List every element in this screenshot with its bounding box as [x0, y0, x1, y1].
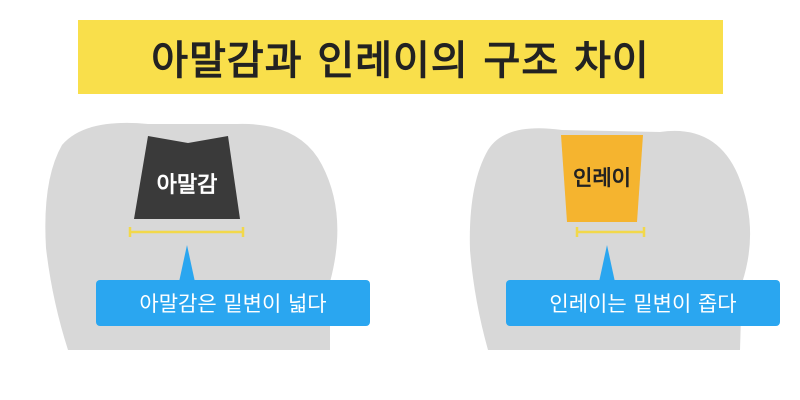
right-callout-text: 인레이는 밑변이 좁다 [549, 292, 737, 316]
amalgam-filling [134, 136, 240, 219]
left-callout-pointer [179, 245, 195, 282]
left-callout-text: 아말감은 밑변이 넓다 [139, 292, 327, 316]
page-title: 아말감과 인레이의 구조 차이 [151, 38, 650, 84]
right-callout-pointer [599, 245, 615, 282]
right-callout: 인레이는 밑변이 좁다 [506, 280, 780, 326]
inlay-filling [561, 135, 643, 222]
left-callout: 아말감은 밑변이 넓다 [96, 280, 370, 326]
inlay-filling-label: 인레이 [573, 166, 631, 190]
amalgam-filling-label: 아말감 [157, 173, 218, 198]
title-banner: 아말감과 인레이의 구조 차이 [78, 20, 723, 94]
